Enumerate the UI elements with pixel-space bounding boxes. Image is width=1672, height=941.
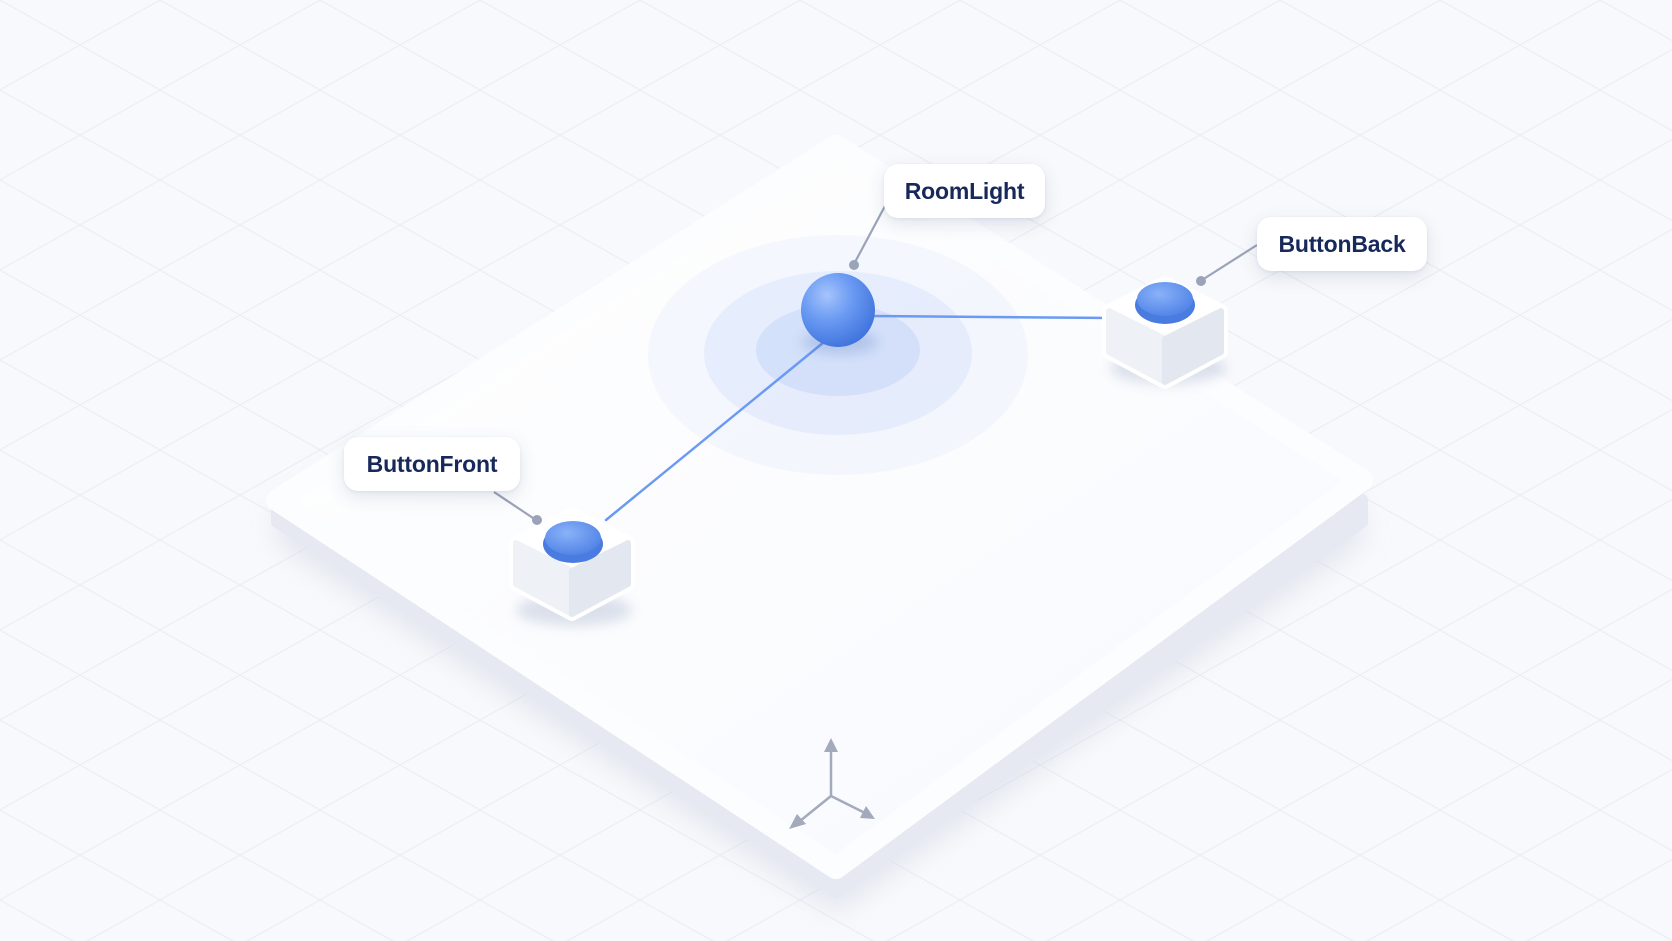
label-connectors	[493, 205, 1258, 525]
push-button-icon	[545, 521, 601, 555]
push-button-icon	[1137, 282, 1193, 316]
sphere-light-icon	[801, 273, 875, 347]
button-front-label[interactable]: ButtonFront	[344, 437, 520, 491]
button-back-label-text: ButtonBack	[1278, 230, 1406, 257]
room-light-label-text: RoomLight	[904, 177, 1025, 204]
button-front-label-text: ButtonFront	[366, 450, 498, 477]
button-back-node[interactable]	[1102, 276, 1228, 389]
button-front-node[interactable]	[509, 508, 635, 626]
link-buttonback-roomlight	[866, 314, 1115, 320]
button-back-label[interactable]: ButtonBack	[1257, 217, 1427, 271]
axis-gizmo-icon	[789, 738, 875, 829]
link-buttonfront-roomlight	[604, 340, 826, 522]
room-light-label[interactable]: RoomLight	[884, 164, 1045, 218]
room-light-node[interactable]	[801, 273, 878, 354]
